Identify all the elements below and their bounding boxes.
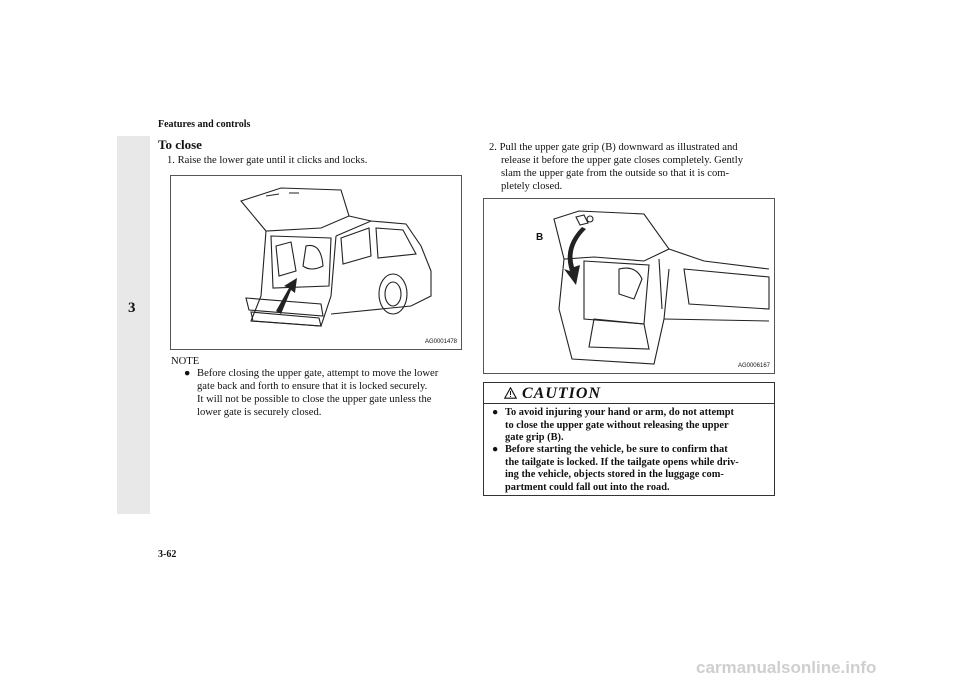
caution-line: the tailgate is locked. If the tailgate … (505, 456, 739, 468)
lower-gate-illustration (240, 187, 432, 327)
section-header: Features and controls (158, 119, 251, 130)
figure-upper-gate: B AG0006167 (483, 198, 775, 374)
note-line: lower gate is securely closed. (197, 407, 322, 418)
note-line: gate back and forth to ensure that it is… (197, 381, 428, 392)
figure-lower-gate: AG0001478 (170, 175, 462, 350)
label-b: B (536, 232, 544, 243)
caution-bullet-icon: ● (492, 444, 499, 455)
step-1-text: 1. Raise the lower gate until it clicks … (167, 155, 368, 166)
chapter-tab (117, 136, 150, 514)
figure-1-code: AG0001478 (424, 339, 457, 345)
watermark: carmanualsonline.info (696, 658, 877, 677)
note-bullet-icon: ● (184, 368, 191, 379)
caution-item-1: ● To avoid injuring your hand or arm, do… (492, 407, 770, 445)
page-number: 3-62 (158, 549, 177, 560)
step-2-block: 2. Pull the upper gate grip (B) downward… (489, 141, 773, 193)
figure-2-code: AG0006167 (737, 363, 770, 369)
caution-line: gate grip (B). (505, 432, 564, 443)
caution-line: To avoid injuring your hand or arm, do n… (505, 407, 735, 418)
caution-item-2: ● Before starting the vehicle, be sure t… (492, 444, 770, 494)
section-heading: To close (158, 137, 202, 152)
caution-box: CAUTION ● To avoid injuring your hand or… (483, 382, 775, 496)
step-2-line: slam the upper gate from the outside so … (501, 168, 730, 179)
step-2-line: 2. Pull the upper gate grip (B) downward… (489, 142, 738, 153)
note-line: It will not be possible to close the upp… (197, 394, 432, 405)
caution-line: Before starting the vehicle, be sure to … (505, 444, 728, 455)
warning-triangle-icon (504, 387, 517, 399)
caution-title: CAUTION (522, 385, 602, 402)
step-2-line: pletely closed. (501, 181, 563, 192)
upper-gate-illustration (553, 210, 770, 365)
caution-line: partment could fall out into the road. (505, 481, 670, 493)
note-line: Before closing the upper gate, attempt t… (197, 368, 439, 379)
step-2-line: release it before the upper gate closes … (501, 155, 743, 166)
caution-header: CAUTION (484, 383, 774, 404)
caution-line: to close the upper gate without releasin… (505, 419, 729, 431)
caution-line: ing the vehicle, objects stored in the l… (505, 469, 724, 480)
caution-bullet-icon: ● (492, 407, 499, 418)
note-block: ● Before closing the upper gate, attempt… (184, 367, 460, 419)
chapter-tab-number: 3 (128, 300, 136, 316)
note-label: NOTE (171, 356, 200, 367)
